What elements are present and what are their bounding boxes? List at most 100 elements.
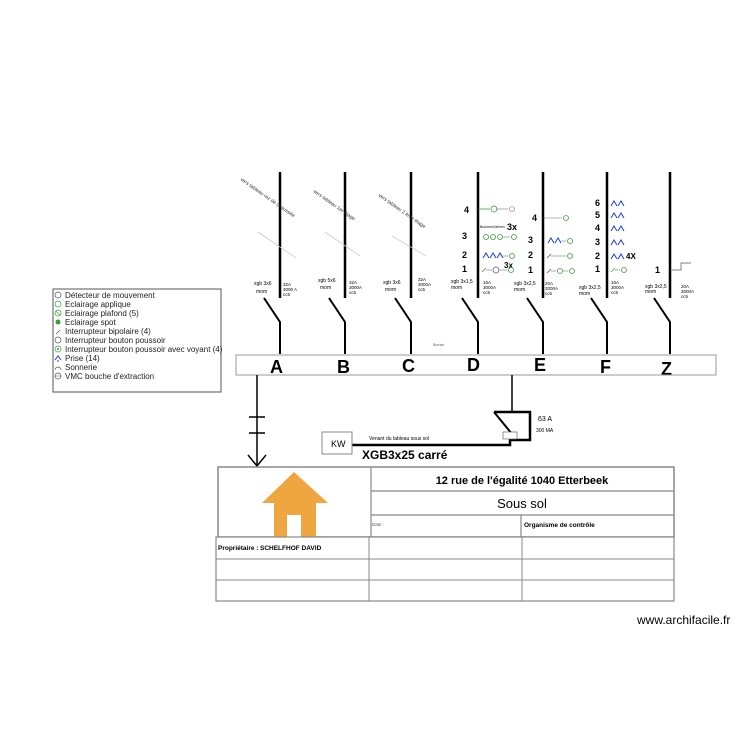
circuit-a-cable2: mom	[256, 289, 267, 295]
legend-icon-wall-light	[54, 300, 62, 308]
circuit-z-letter: Z	[661, 359, 672, 379]
socket-icon	[610, 239, 618, 246]
push-button-icon	[567, 238, 573, 244]
date-label: Date :	[372, 522, 384, 527]
circuit-a-rating: 3000 A	[283, 287, 297, 292]
circuit-e-breaker	[526, 297, 544, 354]
legend-item: Prise (14)	[65, 354, 100, 363]
circuit-c-breaker	[394, 297, 412, 354]
circuit-a-guide	[257, 231, 297, 259]
org-label: Organisme de contrôle	[524, 522, 595, 529]
circuit-c-rating: 32A	[418, 277, 426, 282]
socket-icon	[610, 212, 618, 219]
circuit-z-level: 1	[655, 265, 660, 275]
owner-table	[215, 536, 675, 602]
owner-name: SCHELFHOF DAVID	[260, 545, 322, 552]
circuit-z-rating: 3000A	[681, 289, 694, 294]
circuit-e-level: 1	[528, 265, 533, 275]
legend-icon-ceiling-light	[54, 309, 62, 317]
main-breaker-differential: 300 MA	[536, 428, 554, 434]
address: 12 rue de l'égalité 1040 Etterbeek	[436, 475, 609, 487]
socket-icon	[617, 239, 625, 246]
socket-icon	[610, 200, 618, 207]
circuit-e-rating: cc5	[545, 291, 553, 296]
circuit-d-cable2: mom	[451, 285, 462, 291]
ceiling-light-icon	[490, 234, 496, 240]
ceiling-light-icon	[508, 267, 514, 273]
level-name: Sous sol	[497, 496, 547, 511]
wall-light-icon	[557, 268, 563, 274]
circuit-e-rating: 3000A	[545, 286, 558, 291]
circuit-f-rating: cc5	[611, 290, 619, 295]
legend-icon-push-button-light	[54, 345, 62, 353]
socket-icon	[617, 253, 625, 260]
wall-light-icon	[621, 267, 627, 273]
watermark: www.archifacile.fr	[636, 613, 730, 627]
circuit-e-rating: 20A	[545, 281, 553, 286]
push-button-icon	[509, 253, 515, 259]
circuit-c-rating: cc5	[418, 287, 426, 292]
socket-icon	[482, 252, 490, 259]
circuit-f-level: 5	[595, 210, 600, 220]
socket-icon	[610, 225, 618, 232]
circuit-d-level: 1	[462, 264, 467, 274]
circuit-d: 4 3 2 1 3x 3x Bus/mm/4b/mm	[451, 172, 517, 375]
differential-box	[502, 431, 518, 440]
legend-icon-bipolar-switch	[55, 329, 61, 335]
circuit-d-mult: 3x	[504, 261, 513, 270]
circuit-d-level: 3	[462, 231, 467, 241]
circuit-b-rating: 3000A	[349, 285, 362, 290]
circuit-d-level1-symbols	[481, 266, 514, 274]
bus-bar-note: Bornier	[433, 343, 445, 347]
main-feed: 63 A 300 MA KW Venant du tableau sous so…	[321, 375, 554, 462]
circuit-c-note: vers tableau 2 ème étage	[377, 193, 427, 230]
circuit-z-breaker	[653, 297, 671, 354]
socket-icon	[554, 237, 562, 244]
socket-icon	[617, 225, 625, 232]
circuit-f-level: 4	[595, 223, 600, 233]
circuit-e-level: 2	[528, 250, 533, 260]
circuit-b-rating: 32A	[349, 280, 357, 285]
legend-icon-socket	[54, 355, 62, 362]
circuit-f-cable: xgb 3x2,5	[579, 285, 601, 291]
push-button-icon	[511, 234, 517, 240]
legend-icon-bell	[54, 366, 62, 371]
legend-item: Sonnerie	[65, 363, 98, 372]
socket-icon	[496, 252, 504, 259]
legend-icon-motion	[54, 291, 62, 299]
circuit-a-breaker	[263, 297, 281, 354]
push-button-icon	[563, 215, 569, 221]
circuit-z-rating: cc5	[681, 294, 689, 299]
circuit-e-level4-symbols	[543, 215, 569, 221]
down-arrow-icon	[247, 375, 267, 468]
circuit-f-cable2: mom	[579, 291, 590, 297]
house-icon	[262, 472, 328, 537]
circuit-z-rating: 20A	[681, 284, 689, 289]
circuit-e-level: 4	[532, 213, 537, 223]
circuit-d-level: 4	[464, 205, 469, 215]
circuit-d-rating: 16A	[483, 280, 491, 285]
motion-detector-icon	[492, 266, 500, 274]
circuit-a-cable: xgb 3x6	[254, 281, 272, 287]
circuit-e-level2-symbols	[546, 253, 573, 259]
legend-icon-push-button	[54, 336, 62, 344]
switch-icon	[610, 267, 616, 273]
circuit-b-cable2: mom	[320, 285, 331, 291]
circuit-a-rating: 32A	[283, 282, 291, 287]
kw-meter-label: KW	[331, 439, 346, 449]
socket-icon	[547, 237, 555, 244]
legend-item: Eclairage applique	[65, 300, 131, 309]
circuit-b-cable: xgb 5x6	[318, 278, 336, 284]
circuit-a-note: vers tableau rez de chaussée	[239, 177, 296, 220]
circuit-e-level3-symbols	[547, 237, 573, 244]
circuit-f: 6 5 4 3 2 1 4X xgb 3x2,5 mom 16A 3000A c…	[579, 172, 636, 377]
circuit-f-sockets	[610, 200, 625, 260]
circuit-d-breaker	[461, 297, 479, 354]
circuit-d-mult: 3x	[507, 222, 517, 232]
circuit-z-cable: xgb 3x2,5	[645, 284, 667, 290]
legend-item: Interrupteur bouton poussoir avec voyant…	[65, 345, 223, 354]
circuit-f-level: 2	[595, 251, 600, 261]
circuit-f-rating: 3000A	[611, 285, 624, 290]
circuit-d-cable: xgb 3x1,5	[451, 279, 473, 285]
